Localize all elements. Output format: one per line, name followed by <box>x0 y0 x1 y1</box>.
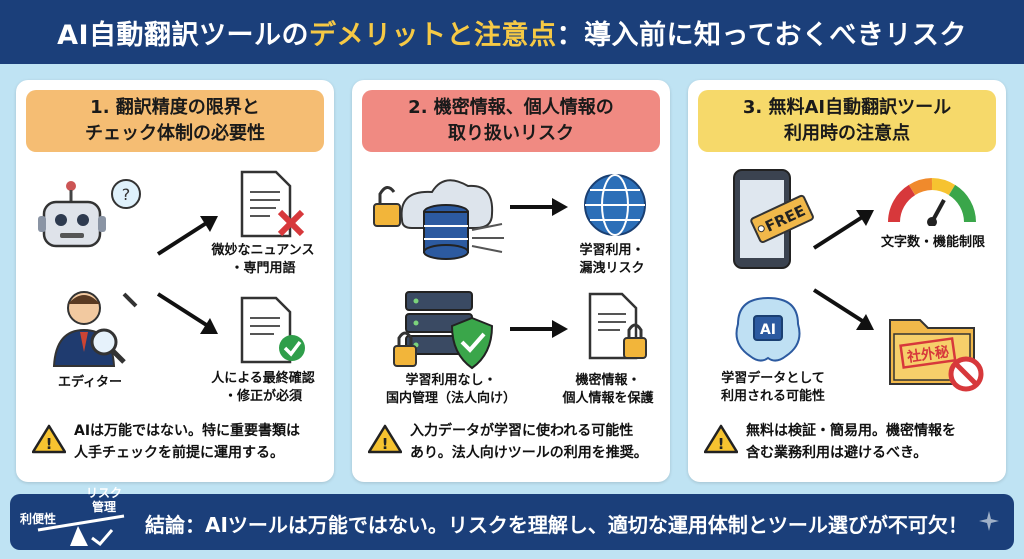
warning-icon: ! <box>704 424 738 454</box>
svg-text:?: ? <box>122 185 131 204</box>
arrow-icon <box>510 320 568 338</box>
title-highlight: デメリットと注意点 <box>309 19 557 51</box>
title-part1: AI自動翻訳ツールの <box>57 19 310 51</box>
panel-title: 1. 翻訳精度の限界と チェック体制の必要性 <box>26 90 324 152</box>
panel-title: 2. 機密情報、個人情報の 取り扱いリスク <box>362 90 660 152</box>
title-part2: ：導入前に知っておくべきリスク <box>556 19 967 51</box>
domestic-caption: 学習利用なし・国内管理（法人向け） <box>385 373 516 406</box>
document-lock-icon <box>588 292 647 360</box>
training-caption: 学習データとして利用される可能性 <box>720 371 825 404</box>
panel-title-line1: 1. 翻訳精度の限界と <box>90 97 260 118</box>
warning-note: ! 無料は検証・簡易用。機密情報を含む業務利用は避けるべき。 <box>704 418 994 470</box>
editor-magnifier-icon <box>52 291 138 367</box>
arrow-icon <box>156 292 218 334</box>
panel-translation-accuracy: 1. 翻訳精度の限界と チェック体制の必要性 ? 微妙なニュアンス・専門用語 エ… <box>16 80 334 482</box>
cloud-database-icon <box>373 179 504 260</box>
editor-caption: エディター <box>57 375 123 390</box>
balance-scale-icon <box>37 514 125 547</box>
conclusion-text: 結論：AIツールは万能ではない。リスクを理解し、適切な運用体制とツール選びが不可… <box>145 513 968 537</box>
panel-title-line2: 取り扱いリスク <box>448 123 574 144</box>
panel-confidential-info: 2. 機密情報、個人情報の 取り扱いリスク 学習利用・漏洩リスク 学習利用なし・… <box>352 80 670 482</box>
warning-icon: ! <box>368 424 402 454</box>
warning-icon: ! <box>32 424 66 454</box>
conclusion-bar: 利便性 リスク管理 結論：AIツールは万能ではない。リスクを理解し、適切な運用体… <box>10 486 1014 550</box>
limit-caption: 文字数・機能制限 <box>880 235 985 250</box>
panel-title: 3. 無料AI自動翻訳ツール 利用時の注意点 <box>698 90 996 152</box>
panel-free-tool: 3. 無料AI自動翻訳ツール 利用時の注意点 FREE 文字数・機能制限 AI … <box>688 80 1006 482</box>
smartphone-free-icon: FREE <box>733 169 814 269</box>
svg-text:!: ! <box>46 435 53 453</box>
panel-title-line2: チェック体制の必要性 <box>85 123 265 144</box>
server-shield-icon <box>393 291 494 370</box>
ai-chip-label: AI <box>760 322 776 338</box>
confidential-folder-icon: 社外秘 <box>889 319 984 392</box>
warning-note: ! AIは万能ではない。特に重要書類は人手チェックを前提に運用する。 <box>32 418 322 470</box>
robot-icon: ? <box>38 179 141 248</box>
scale-left-label: 利便性 <box>19 512 56 526</box>
nuance-caption: 微妙なニュアンス・専門用語 <box>211 243 315 276</box>
arrow-icon <box>812 210 874 250</box>
svg-text:!: ! <box>382 435 389 453</box>
page-title: AI自動翻訳ツールのデメリットと注意点：導入前に知っておくべきリスク <box>0 0 1024 64</box>
leak-risk-caption: 学習利用・漏洩リスク <box>579 243 645 276</box>
document-check-icon <box>240 296 305 364</box>
panel-title-line2: 利用時の注意点 <box>784 123 910 144</box>
ai-brain-icon: AI <box>735 296 801 362</box>
gauge-icon <box>888 178 976 226</box>
svg-text:!: ! <box>718 435 725 453</box>
warning-note: ! 入力データが学習に使われる可能性あり。法人向けツールの利用を推奨。 <box>368 418 658 470</box>
panel-title-line1: 2. 機密情報、個人情報の <box>408 97 614 118</box>
arrow-icon <box>510 198 568 216</box>
arrow-icon <box>156 216 218 256</box>
globe-icon <box>584 174 646 236</box>
protect-caption: 機密情報・個人情報を保護 <box>562 373 654 406</box>
arrow-icon <box>812 288 874 330</box>
scale-right-label: リスク管理 <box>85 486 122 514</box>
stamp-label: 社外秘 <box>905 343 950 366</box>
check-caption: 人による最終確認・修正が必須 <box>211 371 315 404</box>
panel-title-line1: 3. 無料AI自動翻訳ツール <box>742 97 952 118</box>
sparkle-icon <box>979 511 999 531</box>
document-error-icon <box>240 170 305 238</box>
